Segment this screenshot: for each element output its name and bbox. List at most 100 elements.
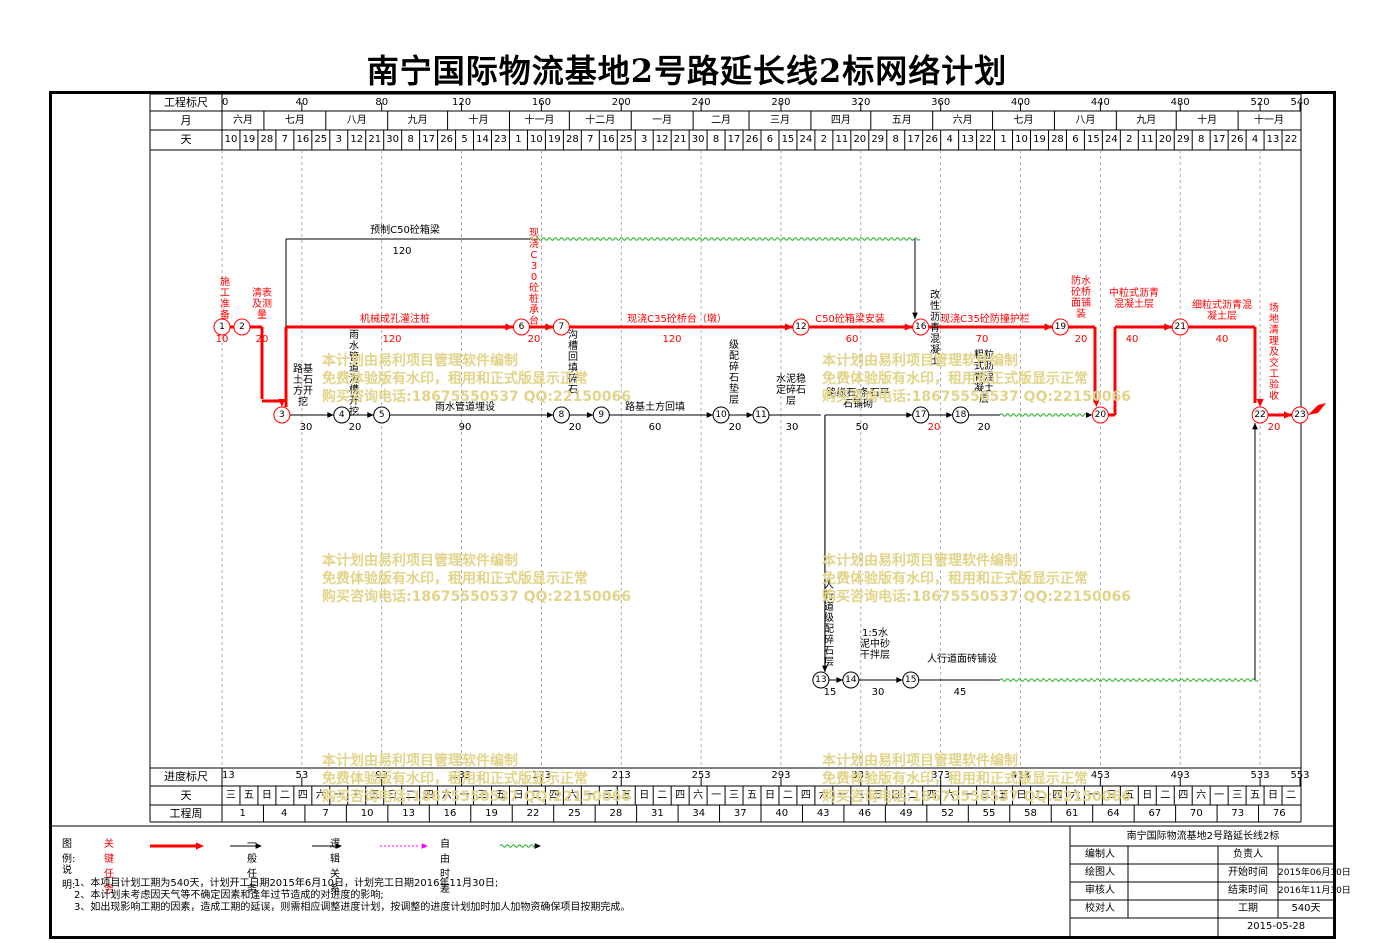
- task-name-t_fine: 细粒式沥青混凝土层: [1192, 300, 1252, 322]
- task-name-t_deck: 改性沥青混凝土: [930, 290, 940, 367]
- weekday-cell: 日: [1142, 790, 1153, 801]
- week-cell: 43: [816, 808, 830, 819]
- task-days-t_cement: 30: [785, 422, 799, 433]
- node-label-10: 10: [715, 410, 727, 420]
- task-arrow-earth-arrowhead: [327, 412, 334, 418]
- task-days-t_walk1: 15: [823, 687, 837, 698]
- task-arrow-pipe-arrowhead: [546, 412, 554, 418]
- node-label-1: 1: [219, 322, 225, 332]
- node-label-14: 14: [845, 675, 857, 685]
- weekday-cell: 四: [800, 790, 811, 801]
- day-cell: 19: [242, 134, 256, 145]
- progress-tick-label: 173: [531, 770, 551, 781]
- progress-tick-label: 333: [851, 770, 871, 781]
- month-cell: 二月: [711, 115, 732, 126]
- task-arrow-walk1-arrowhead: [836, 677, 843, 683]
- task-arrow-cap-arrowhead: [545, 323, 554, 331]
- weekday-cell: 日: [387, 790, 398, 801]
- weekday-cell: 日: [513, 790, 524, 801]
- day-cell: 20: [1158, 134, 1172, 145]
- week-cell: 70: [1189, 808, 1203, 819]
- day-cell: 21: [368, 134, 382, 145]
- weekday-cell: 六: [1070, 790, 1081, 801]
- task-arrow-rail-arrowhead: [1044, 323, 1053, 331]
- day-cell: 4: [1251, 134, 1259, 145]
- node-23: [1291, 406, 1309, 424]
- month-cell: 八月: [346, 115, 367, 126]
- node-label-20: 20: [1094, 410, 1107, 420]
- weekday-cell: 日: [1016, 790, 1027, 801]
- day-cell: 3: [641, 134, 648, 145]
- month-label: 月: [180, 114, 192, 127]
- task-days-t_girder: 60: [845, 334, 859, 345]
- day-cell: 7: [587, 134, 594, 145]
- watermark-line1-1: 本计划由易利项目管理软件编制: [822, 353, 1018, 369]
- progress-tick-label: 413: [1010, 770, 1031, 781]
- weekday-cell: 四: [549, 790, 560, 801]
- node-14: [842, 671, 860, 689]
- day-cell: 28: [1051, 134, 1064, 145]
- weekday-cell: 二: [279, 790, 290, 801]
- month-cell: 十月: [468, 115, 489, 126]
- day-cell: 8: [712, 134, 720, 145]
- weekday-cell: 五: [621, 790, 632, 801]
- tb-reviewer-label: 审核人: [1085, 885, 1115, 896]
- weekday-cell: 二: [531, 790, 542, 801]
- week-cell: 19: [485, 808, 498, 819]
- scale-tick-label: 240: [691, 97, 711, 108]
- task-days-t_final: 20: [1267, 422, 1281, 433]
- task-name-t_water: 防水砼桥面铺装: [1071, 276, 1091, 320]
- month-cell: 十一月: [524, 115, 555, 126]
- node-5: [373, 406, 391, 424]
- day-cell: 14: [476, 134, 489, 145]
- day-cell: 26: [440, 134, 453, 145]
- watermark-line3-0: 购买咨询电话:18675550537 QQ:22150066: [322, 389, 631, 405]
- task-days-t_water: 20: [1074, 334, 1088, 345]
- week-cell: 22: [526, 808, 540, 819]
- day-cell: 16: [601, 134, 615, 145]
- weekday-cell: 一: [711, 790, 722, 801]
- day-cell: 8: [892, 134, 899, 145]
- month-cell: 十月: [1197, 115, 1218, 126]
- day-cell: 26: [1230, 134, 1244, 145]
- weekday-cell: 六: [315, 790, 326, 801]
- weekday-cell: 四: [423, 790, 434, 801]
- note-line-2: 2、本计划未考虑因天气等不确定因素和逢年过节造成的对进度的影响;: [74, 890, 384, 901]
- scale-tick-label: 120: [452, 97, 472, 108]
- watermark-line2-1: 免费体验版有水印，租用和正式版显示正常: [822, 371, 1088, 387]
- free-float-precast: [529, 237, 921, 241]
- node-6: [512, 318, 530, 336]
- task-days-t_fine: 40: [1215, 334, 1229, 345]
- task-arrow-final-arrowhead: [1284, 411, 1292, 419]
- month-cell: 五月: [891, 115, 912, 126]
- day-cell: 15: [781, 134, 795, 145]
- week-cell: 13: [402, 808, 415, 819]
- node-17: [912, 406, 930, 424]
- task-days-t_pipe: 90: [458, 422, 472, 433]
- weekday-cell: 五: [998, 790, 1009, 801]
- week-cell: 10: [360, 808, 374, 819]
- legend-critical-arrow: [196, 842, 204, 850]
- month-cell: 十一月: [1254, 115, 1285, 126]
- weekday-cell: 日: [890, 790, 901, 801]
- task-arrow-curb-arrowhead: [906, 412, 913, 418]
- drawing-frame: [49, 91, 1336, 939]
- month-cell: 六月: [952, 115, 973, 126]
- task-arrow-grade-arrowhead: [746, 412, 753, 418]
- task-arrow-back-arrowhead: [586, 412, 594, 418]
- day-cell: 16: [296, 134, 310, 145]
- task-days-t_earth: 30: [299, 422, 313, 433]
- weekday-cell: 二: [1034, 790, 1045, 801]
- scale-tick-label: 540: [1290, 97, 1310, 108]
- node-12: [792, 318, 810, 336]
- scale-tick-label: 280: [771, 97, 791, 108]
- day-cell: 29: [1176, 134, 1190, 145]
- legend-label: 图例:: [62, 839, 76, 865]
- task-name-t_pier: 现浇C35砼桥台（墩）: [627, 314, 727, 325]
- weekday-cell: 五: [872, 790, 883, 801]
- scale-tick-label: 400: [1010, 97, 1031, 108]
- weekday-cell: 五: [495, 790, 506, 801]
- arrowhead-to-node-20-b: [1085, 412, 1093, 418]
- weekday-cell: 四: [1052, 790, 1063, 801]
- task-name-t_rail: 现浇C35砼防撞护栏: [940, 314, 1030, 325]
